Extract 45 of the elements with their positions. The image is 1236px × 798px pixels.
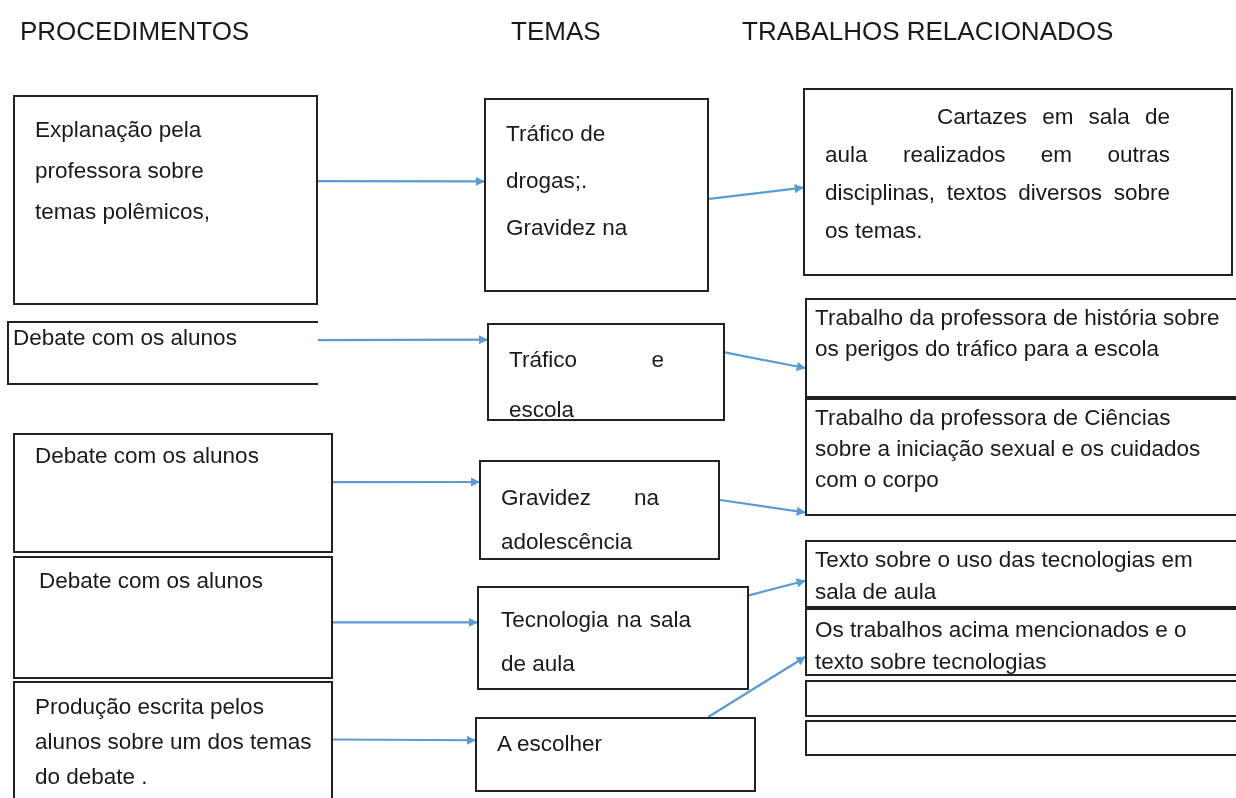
column-heading: TRABALHOS RELACIONADOS: [742, 16, 1114, 47]
column-heading: TEMAS: [511, 16, 601, 47]
process-box: [805, 608, 1236, 676]
arrow: [748, 578, 806, 597]
box-text: Texto sobre o uso das tecnologias em sala de aula: [815, 546, 1194, 606]
arrow: [318, 176, 485, 186]
box-text: Cartazes em sala de aula realizados em outras disciplinas, textos diversos sobre os temas.: [825, 103, 1170, 245]
box-text: Produção escrita pelos alunos sobre um dos temas do debate .: [35, 693, 313, 791]
box-text: Explanação pela professora sobre temas polêmicos,: [35, 116, 212, 226]
empty-box: [805, 680, 1236, 717]
process-box: [477, 586, 749, 690]
process-box: [805, 540, 1236, 608]
process-box: [13, 556, 333, 679]
arrow: [333, 617, 478, 627]
column-heading: PROCEDIMENTOS: [20, 16, 250, 47]
process-box: [805, 298, 1236, 398]
arrow: [707, 656, 806, 718]
box-text: A escolher: [497, 731, 604, 757]
box-text: Os trabalhos acima mencionados e o texto sobre tecnologias: [815, 616, 1188, 676]
process-box: [479, 460, 720, 560]
process-box: [803, 88, 1233, 276]
box-text: Debate com os alunos: [35, 443, 260, 469]
process-box: [7, 321, 318, 385]
box-text: Tráfico de drogas;. Gravidez na: [506, 120, 629, 242]
process-box: [13, 95, 318, 305]
arrow: [724, 351, 806, 371]
process-box: [805, 398, 1236, 516]
arrow: [333, 735, 476, 745]
box-text: Tecnologia na sala de aula: [501, 606, 691, 678]
box-text: Trabalho da professora de história sobre os perigos do tráfico para a escola: [815, 304, 1221, 363]
box-text: Gravidez na adolescência: [501, 484, 659, 556]
process-box: [13, 433, 333, 553]
empty-box: [805, 720, 1236, 756]
process-box: [475, 717, 756, 792]
process-box: [484, 98, 709, 292]
arrow: [719, 498, 806, 516]
process-box: [487, 323, 725, 421]
arrow: [318, 335, 488, 345]
arrow: [708, 184, 804, 200]
box-text: Debate com os alunos: [13, 325, 238, 351]
box-text: Tráfico e escola: [509, 346, 664, 424]
process-box: [13, 681, 333, 798]
box-text: Trabalho da professora de Ciências sobre a iniciação sexual e os cuidados com o corpo: [815, 404, 1202, 494]
arrow: [333, 477, 480, 487]
box-text: Debate com os alunos: [39, 568, 264, 594]
